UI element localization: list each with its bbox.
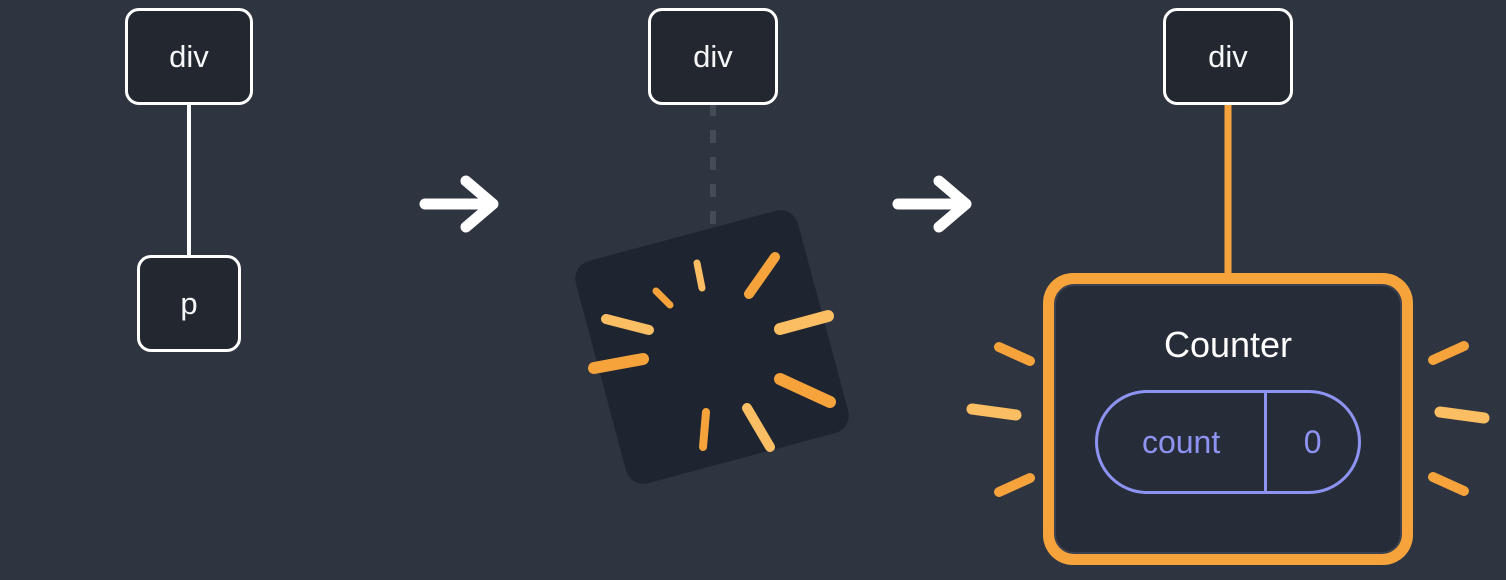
state-pill: count 0 (1095, 390, 1361, 494)
state-name: count (1141, 423, 1221, 460)
counter-component-card: Counter count 0 (1043, 273, 1413, 565)
render-burst (575, 210, 849, 484)
counter-card-body: Counter count 0 (1054, 284, 1402, 554)
commit-sparks (966, 341, 1490, 497)
node-label: p (180, 285, 198, 321)
node-div-stage3: div (1163, 8, 1293, 105)
node-label: div (693, 38, 733, 74)
node-div-stage1: div (125, 8, 253, 105)
arrow-right-icon (419, 175, 499, 233)
node-div-stage2: div (648, 8, 778, 105)
burst-sparks (588, 252, 836, 452)
node-label: div (1208, 38, 1248, 74)
arrow-right-icon (892, 175, 972, 233)
component-title: Counter (1163, 324, 1293, 365)
node-p-stage1: p (137, 255, 241, 352)
state-value: 0 (1303, 423, 1322, 460)
burst-square (575, 210, 849, 484)
node-label: div (169, 38, 209, 74)
pill-divider (1264, 393, 1268, 491)
